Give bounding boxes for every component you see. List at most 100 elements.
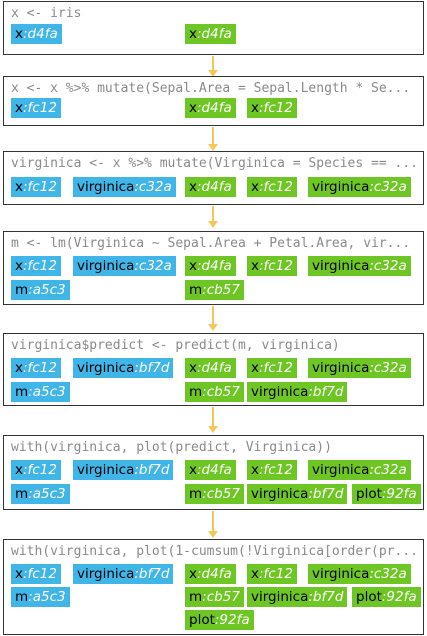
- object-hash: :fc12: [23, 566, 57, 582]
- object-name: x: [189, 566, 197, 582]
- object-name: plot: [356, 486, 382, 502]
- object-chip: x:fc12: [247, 460, 297, 480]
- object-name: m: [15, 589, 29, 605]
- object-name: x: [251, 100, 259, 116]
- object-hash: :fc12: [259, 258, 293, 274]
- object-chip: x:fc12: [247, 564, 297, 584]
- object-name: x: [251, 462, 259, 478]
- object-chip: virginica:bf7d: [247, 382, 348, 402]
- object-name: x: [251, 258, 259, 274]
- object-name: virginica: [251, 384, 309, 400]
- object-name: virginica: [77, 462, 135, 478]
- object-name: x: [189, 258, 197, 274]
- object-chip: virginica:bf7d: [247, 484, 348, 504]
- object-hash: :bf7d: [308, 384, 344, 400]
- object-hash: :fc12: [259, 360, 293, 376]
- object-hash: :d4fa: [197, 258, 232, 274]
- object-chip: plot:92fa: [185, 610, 254, 630]
- object-name: m: [189, 589, 203, 605]
- object-name: m: [15, 282, 29, 298]
- object-hash: :fc12: [23, 179, 57, 195]
- object-hash: :d4fa: [197, 360, 232, 376]
- object-hash: :d4fa: [197, 462, 232, 478]
- object-chip: x:fc12: [247, 98, 297, 118]
- object-hash: :d4fa: [197, 566, 232, 582]
- object-hash: :cb57: [202, 486, 240, 502]
- object-chip: m:cb57: [185, 484, 244, 504]
- step-code: virginica$predict <- predict(m, virginic…: [11, 338, 340, 353]
- object-hash: :d4fa: [197, 179, 232, 195]
- step-2: x <- x %>% mutate(Sepal.Area = Sepal.Len…: [3, 76, 424, 126]
- step-code: m <- lm(Virginica ~ Sepal.Area + Petal.A…: [11, 236, 411, 251]
- object-hash: :bf7d: [308, 589, 344, 605]
- object-name: plot: [189, 612, 215, 628]
- object-name: x: [189, 360, 197, 376]
- object-hash: :fc12: [259, 566, 293, 582]
- object-hash: :c32a: [369, 360, 407, 376]
- object-name: x: [15, 462, 23, 478]
- object-chip: virginica:c32a: [308, 256, 411, 276]
- step-3: virginica <- x %>% mutate(Virginica = Sp…: [3, 151, 424, 205]
- object-chip: x:fc12: [11, 256, 61, 276]
- object-hash: :d4fa: [197, 100, 232, 116]
- object-chip: x:d4fa: [185, 256, 236, 276]
- object-hash: :92fa: [214, 612, 250, 628]
- object-chip: x:fc12: [11, 98, 61, 118]
- object-chip: x:d4fa: [185, 564, 236, 584]
- object-name: virginica: [77, 566, 135, 582]
- object-chip: m:a5c3: [11, 484, 70, 504]
- object-hash: :d4fa: [23, 26, 58, 42]
- object-chip: m:cb57: [185, 587, 244, 607]
- object-name: virginica: [312, 462, 370, 478]
- object-chip: x:fc12: [247, 358, 297, 378]
- object-name: virginica: [312, 566, 370, 582]
- object-name: m: [189, 486, 203, 502]
- object-hash: :c32a: [369, 179, 407, 195]
- object-name: x: [189, 179, 197, 195]
- object-chip: virginica:bf7d: [73, 564, 174, 584]
- step-4: m <- lm(Virginica ~ Sepal.Area + Petal.A…: [3, 231, 424, 305]
- object-hash: :a5c3: [28, 486, 66, 502]
- object-name: x: [251, 360, 259, 376]
- object-name: x: [251, 566, 259, 582]
- object-name: m: [15, 384, 29, 400]
- object-chip: x:fc12: [11, 564, 61, 584]
- object-name: x: [189, 100, 197, 116]
- object-chip: virginica:c32a: [308, 177, 411, 197]
- object-name: m: [189, 384, 203, 400]
- object-hash: :c32a: [369, 462, 407, 478]
- object-chip: plot:92fa: [352, 587, 421, 607]
- step-code: with(virginica, plot(predict, Virginica)…: [11, 440, 332, 455]
- step-6: with(virginica, plot(predict, Virginica)…: [3, 435, 424, 510]
- object-chip: x:d4fa: [185, 358, 236, 378]
- object-chip: x:d4fa: [185, 98, 236, 118]
- object-hash: :c32a: [369, 566, 407, 582]
- object-name: virginica: [77, 179, 135, 195]
- object-chip: virginica:c32a: [308, 358, 411, 378]
- object-name: x: [15, 100, 23, 116]
- object-chip: x:fc12: [247, 177, 297, 197]
- object-name: m: [15, 486, 29, 502]
- object-chip: x:d4fa: [185, 24, 236, 44]
- object-hash: :fc12: [259, 462, 293, 478]
- object-chip: plot:92fa: [352, 484, 421, 504]
- object-name: x: [15, 26, 23, 42]
- object-name: x: [15, 179, 23, 195]
- object-chip: virginica:c32a: [73, 177, 176, 197]
- object-chip: virginica:c32a: [73, 256, 176, 276]
- object-hash: :fc12: [23, 100, 57, 116]
- object-hash: :cb57: [202, 384, 240, 400]
- step-code: virginica <- x %>% mutate(Virginica = Sp…: [11, 156, 418, 171]
- object-hash: :a5c3: [28, 384, 66, 400]
- object-hash: :fc12: [23, 360, 57, 376]
- object-chip: m:cb57: [185, 382, 244, 402]
- object-hash: :bf7d: [308, 486, 344, 502]
- object-hash: :c32a: [134, 179, 172, 195]
- object-chip: virginica:c32a: [308, 460, 411, 480]
- object-chip: x:d4fa: [185, 177, 236, 197]
- object-hash: :d4fa: [197, 26, 232, 42]
- object-name: plot: [356, 589, 382, 605]
- object-chip: m:cb57: [185, 280, 244, 300]
- object-chip: virginica:c32a: [308, 564, 411, 584]
- object-hash: :bf7d: [134, 462, 170, 478]
